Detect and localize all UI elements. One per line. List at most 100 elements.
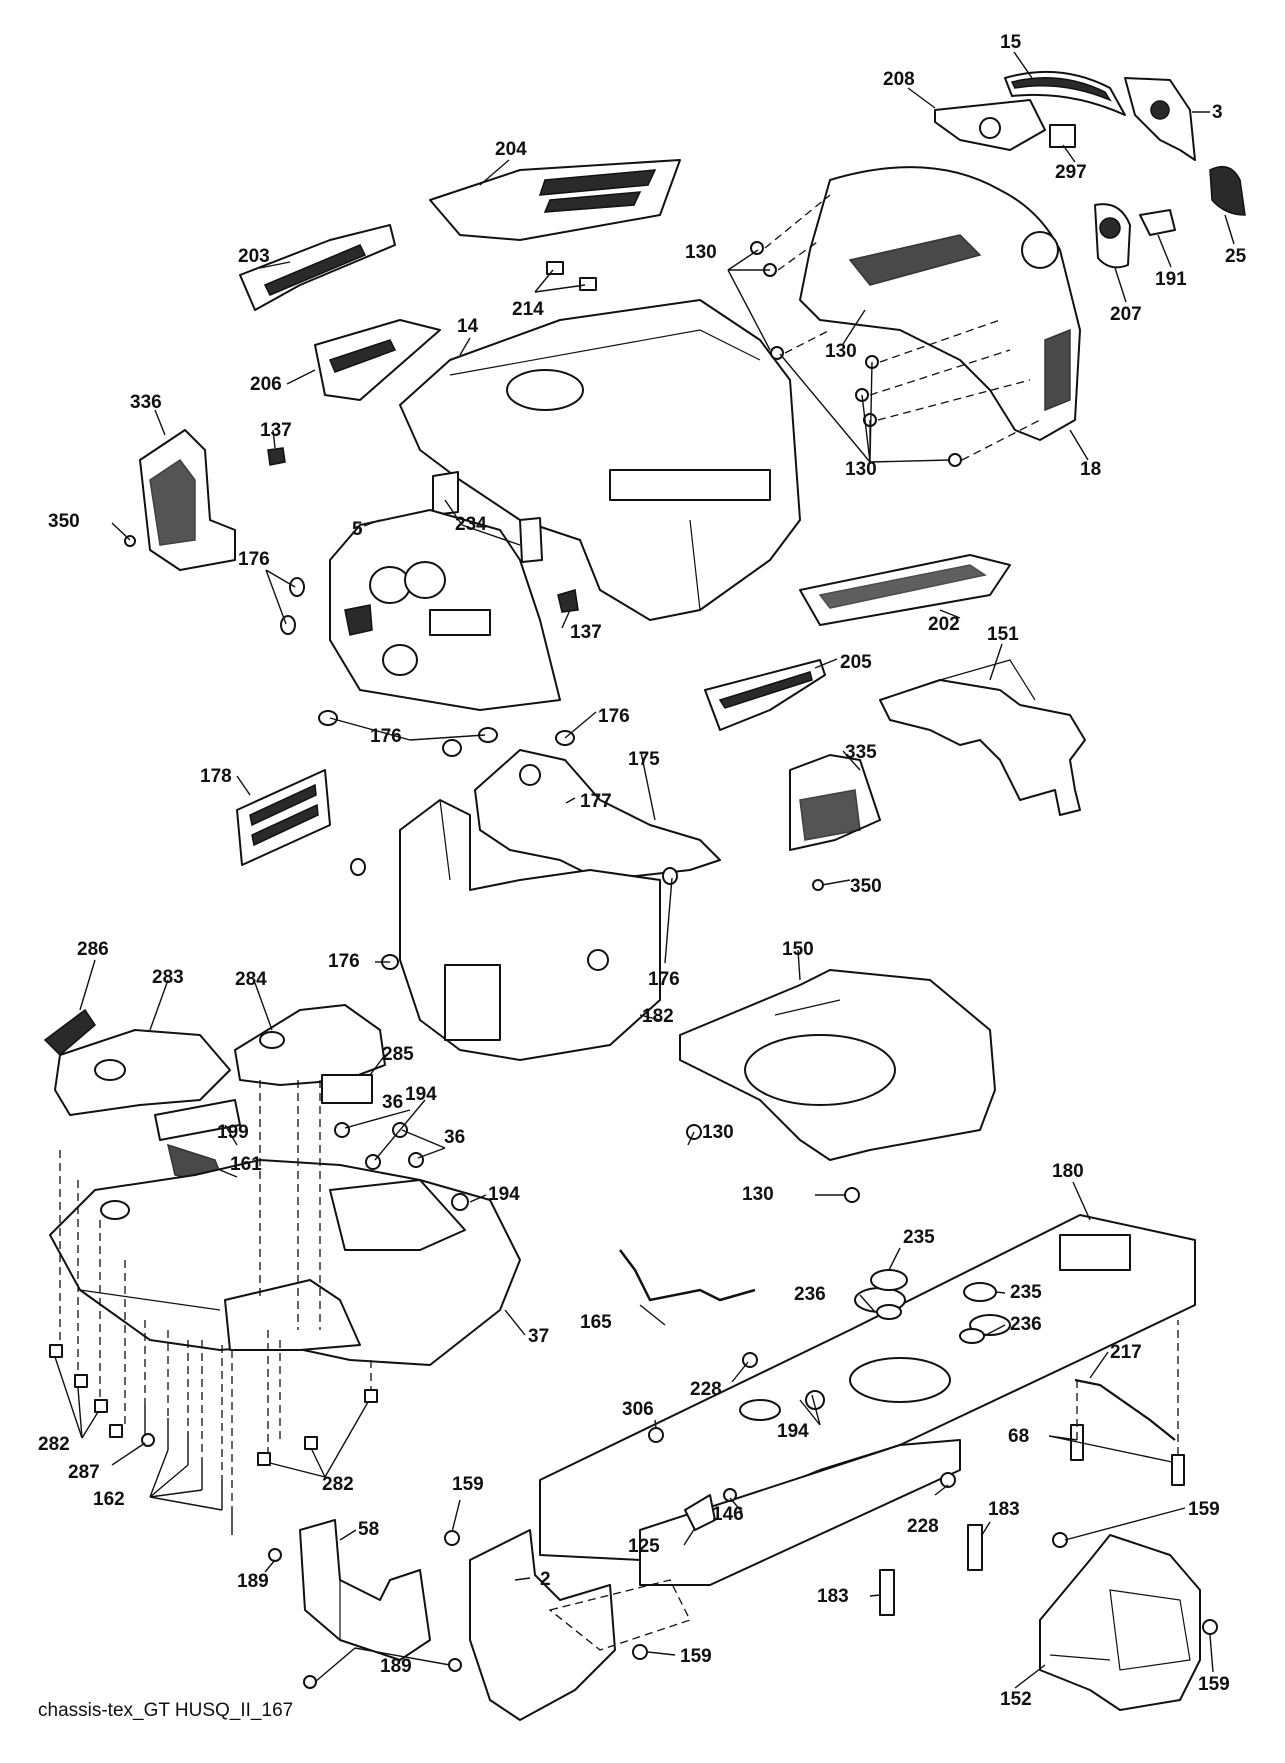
callout-159-b: 159: [1188, 1499, 1220, 1520]
part-18-front: [799, 166, 1081, 441]
part-284-cap: [234, 1004, 386, 1086]
part-335: [789, 754, 881, 851]
callout-2: 2: [540, 1569, 551, 1590]
callout-159-d: 159: [1198, 1674, 1230, 1695]
part-350-screw-b: [812, 879, 824, 891]
callout-176-e: 176: [648, 969, 680, 990]
leader-lines: [54, 51, 1235, 1689]
part-165-rod: [619, 1249, 756, 1302]
part-235-236-bushings: [870, 1269, 997, 1344]
part-2-bracket: [469, 1529, 691, 1721]
part-283-cap: [54, 1029, 231, 1116]
callout-350-b: 350: [850, 876, 882, 897]
callout-130-a: 130: [685, 242, 717, 263]
callout-284: 284: [235, 969, 267, 990]
callout-151: 151: [987, 624, 1019, 645]
callout-177: 177: [580, 791, 612, 812]
part-137-clip-a: [267, 447, 286, 466]
callout-137-a: 137: [260, 420, 292, 441]
callout-205: 205: [840, 652, 872, 673]
callout-159-a: 159: [452, 1474, 484, 1495]
callout-5: 5: [352, 519, 363, 540]
callout-191: 191: [1155, 269, 1187, 290]
diagram-caption: chassis-tex_GT HUSQ_II_167: [38, 1700, 294, 1721]
callout-285: 285: [382, 1044, 414, 1065]
callout-130-c: 130: [845, 459, 877, 480]
part-208-bracket: [934, 99, 1046, 151]
callout-202: 202: [928, 614, 960, 635]
callout-15: 15: [1000, 32, 1022, 53]
part-176-grommets-a: [280, 577, 575, 746]
callout-180: 180: [1052, 1161, 1084, 1182]
part-214-clips: [546, 261, 597, 291]
callout-235-b: 235: [1010, 1282, 1042, 1303]
part-234-pads: [432, 471, 543, 563]
callout-189-b: 189: [380, 1656, 412, 1677]
callout-36-b: 36: [444, 1127, 465, 1148]
part-203: [239, 224, 396, 311]
callout-130-b: 130: [825, 341, 857, 362]
part-194-nut-c: [805, 1390, 825, 1410]
part-162-screws: [141, 1405, 233, 1535]
callout-199: 199: [217, 1122, 249, 1143]
callout-182: 182: [642, 1006, 674, 1027]
callout-234: 234: [455, 514, 487, 535]
part-130-screws-front: [750, 194, 1041, 467]
callout-176-d: 176: [328, 951, 360, 972]
callout-130-e: 130: [742, 1184, 774, 1205]
part-336-panel: [139, 429, 236, 571]
callout-208: 208: [883, 69, 915, 90]
part-68-183-bolts: [879, 1320, 1185, 1616]
callout-283: 283: [152, 967, 184, 988]
callout-228-b: 228: [907, 1516, 939, 1537]
part-282-clips: [49, 1344, 378, 1466]
part-202-grille: [799, 554, 1011, 626]
callout-161: 161: [230, 1154, 262, 1175]
callout-68: 68: [1008, 1426, 1029, 1447]
callout-214: 214: [512, 299, 544, 320]
part-151-bracket: [879, 659, 1086, 816]
callout-207: 207: [1110, 304, 1142, 325]
callout-137-b: 137: [570, 622, 602, 643]
callout-162: 162: [93, 1489, 125, 1510]
callout-228-a: 228: [690, 1379, 722, 1400]
callout-350-a: 350: [48, 511, 80, 532]
callout-286: 286: [77, 939, 109, 960]
callout-176-a: 176: [238, 549, 270, 570]
callout-335: 335: [845, 742, 877, 763]
callout-194-b: 194: [488, 1184, 520, 1205]
part-175-plate: [474, 749, 721, 881]
callout-235-a: 235: [903, 1227, 935, 1248]
callout-176-c: 176: [370, 726, 402, 747]
callout-178: 178: [200, 766, 232, 787]
part-207: [1094, 203, 1131, 269]
callout-297: 297: [1055, 162, 1087, 183]
callout-130-d: 130: [702, 1122, 734, 1143]
part-306: [648, 1427, 664, 1443]
part-178-vent: [236, 769, 331, 866]
part-191: [1139, 209, 1176, 236]
callout-189-a: 189: [237, 1571, 269, 1592]
part-285: [321, 1074, 373, 1104]
callout-194-c: 194: [777, 1421, 809, 1442]
callout-146: 146: [712, 1504, 744, 1525]
callout-175: 175: [628, 749, 660, 770]
callout-203: 203: [238, 246, 270, 267]
callout-37: 37: [528, 1326, 549, 1347]
callout-287: 287: [68, 1462, 100, 1483]
callout-165: 165: [580, 1312, 612, 1333]
part-152-step: [1039, 1534, 1201, 1711]
callout-58: 58: [358, 1519, 379, 1540]
part-159-bolts: [444, 1530, 1218, 1660]
part-217-rod: [1074, 1378, 1176, 1441]
callout-236-b: 236: [1010, 1314, 1042, 1335]
callout-25: 25: [1225, 246, 1247, 267]
dashed-guides-fender: [59, 1080, 372, 1508]
callout-150: 150: [782, 939, 814, 960]
callout-217: 217: [1110, 1342, 1142, 1363]
part-3-bezel: [1124, 77, 1196, 161]
callout-159-c: 159: [680, 1646, 712, 1667]
callout-labels: 15 208 3 297 25 191 207 204 203 214 130 …: [38, 32, 1247, 1710]
callout-18: 18: [1080, 459, 1101, 480]
